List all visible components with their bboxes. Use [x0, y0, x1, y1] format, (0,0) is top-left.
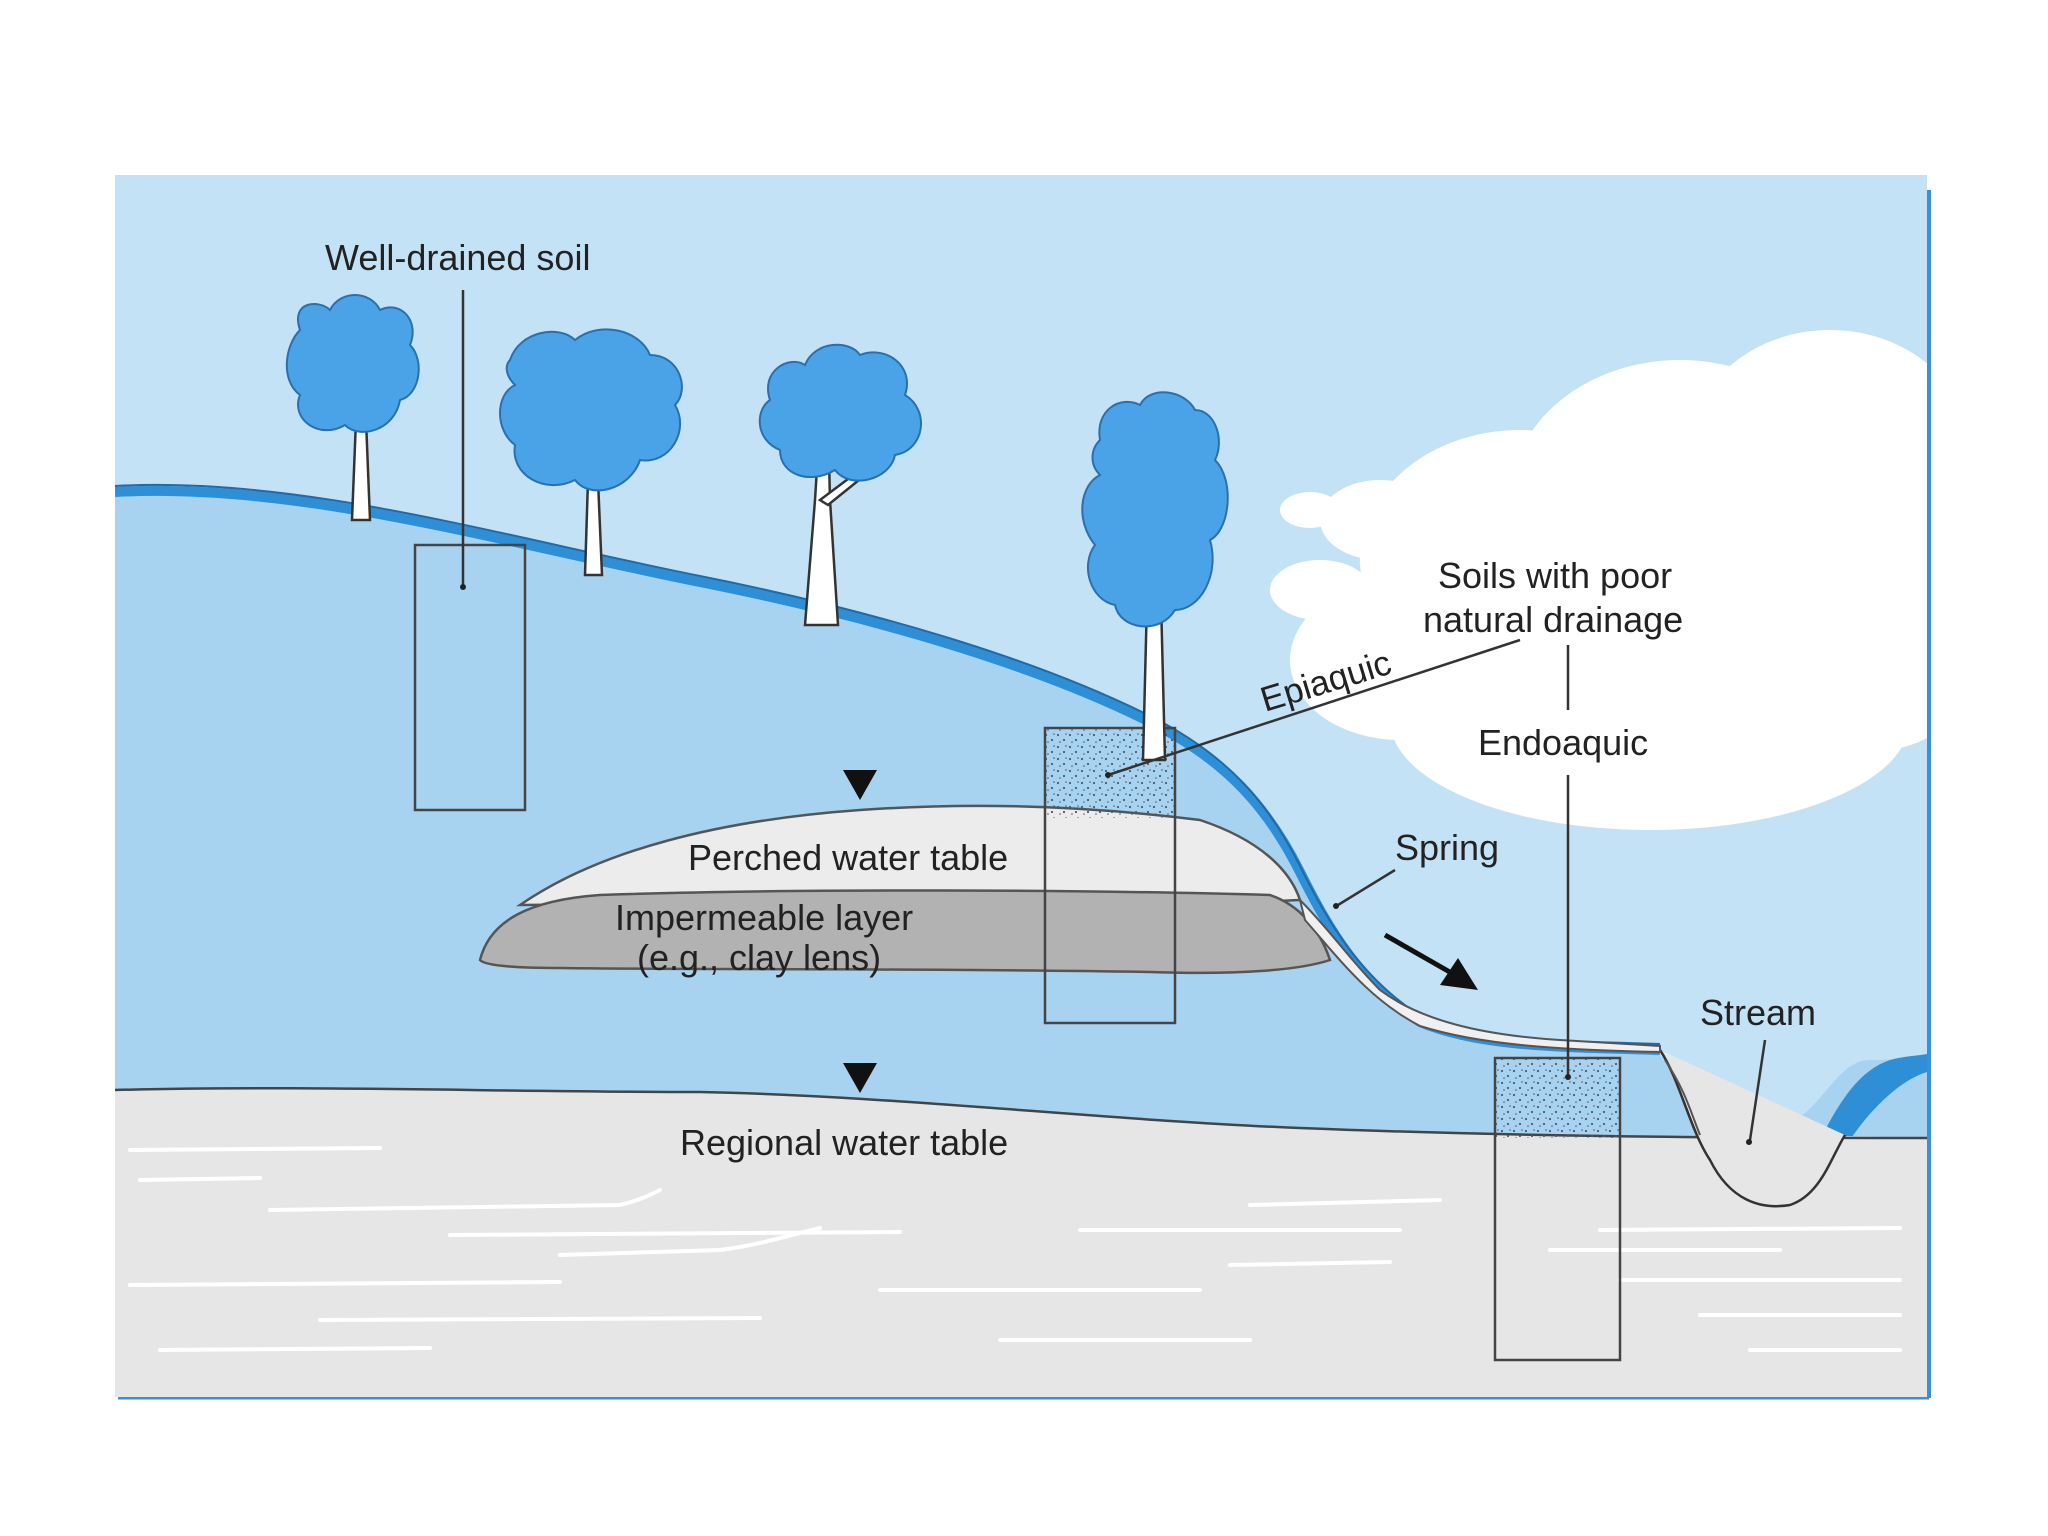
endoaquic-pit-upper	[1495, 1058, 1620, 1138]
spring-flow-arrow	[1383, 932, 1478, 990]
right-stream-bank	[1820, 1054, 1927, 1140]
regional-water-table-marker	[843, 1063, 877, 1093]
label-regional-water-table: Regional water table	[680, 1122, 1008, 1163]
tree-2	[499, 328, 683, 577]
label-impermeable-line2: (e.g., clay lens)	[637, 937, 881, 978]
spring-seep	[1298, 896, 1661, 1054]
stream-channel-inner	[1664, 1059, 1701, 1136]
label-impermeable-line1: Impermeable layer	[615, 897, 913, 938]
cloud	[1270, 330, 1927, 830]
well-drained-soil-pit	[413, 543, 527, 812]
tree-4	[1081, 391, 1229, 762]
label-soils-poor-line2: natural drainage	[1423, 599, 1683, 640]
label-soils-poor-line1: Soils with poor	[1438, 555, 1672, 596]
label-well-drained-soil: Well-drained soil	[325, 237, 590, 278]
label-stream: Stream	[1700, 992, 1816, 1033]
endoaquic-pit	[1493, 1056, 1622, 1362]
label-spring: Spring	[1395, 827, 1499, 868]
perched-water-table-marker	[843, 770, 877, 800]
label-perched-water-table: Perched water table	[688, 837, 1008, 878]
tree-1	[285, 294, 420, 522]
tree-3	[758, 343, 922, 627]
strata-lines	[128, 1146, 1902, 1352]
leader-lines	[460, 290, 1767, 1145]
epiaquic-pit	[1043, 726, 1177, 1025]
impermeable-clay-lens	[478, 889, 1332, 975]
label-endoaquic: Endoaquic	[1478, 722, 1648, 763]
